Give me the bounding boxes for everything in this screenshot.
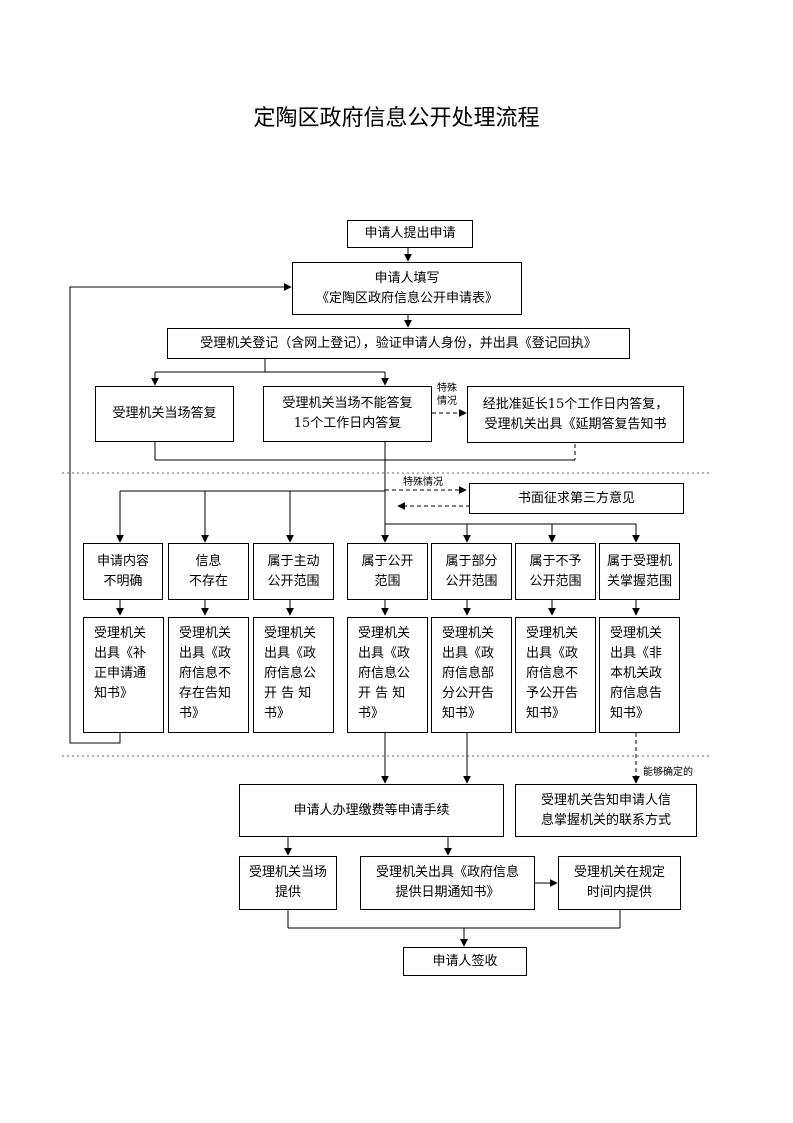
notice-not-public: 受理机关 出具《政 府信息不 予公开告 知书》: [515, 617, 596, 733]
node-not-this-agency-scope: 属于受理机 关掌握范围: [599, 543, 680, 600]
notice-correction: 受理机关 出具《补 正申请通 知书》: [83, 617, 164, 733]
notice-proactive-public: 受理机关 出具《政 府信息公 开 告 知 书》: [253, 617, 334, 733]
node-third-party-opinion: 书面征求第三方意见: [469, 483, 684, 514]
node-provide-later: 受理机关在规定 时间内提供: [558, 856, 681, 910]
node-apply: 申请人提出申请: [347, 220, 473, 248]
note-special-case-1: 特殊 情况: [437, 383, 457, 407]
node-reply-within-15-days: 受理机关当场不能答复 15个工作日内答复: [263, 386, 432, 442]
notice-not-exist: 受理机关 出具《政 府信息不 存在告知 书》: [168, 617, 249, 733]
notice-public: 受理机关 出具《政 府信息公 开 告 知 书》: [347, 617, 428, 733]
note-special-case-2: 特殊情况: [403, 477, 443, 488]
notice-not-this-agency: 受理机关 出具《非 本机关政 府信息告 知书》: [599, 617, 680, 733]
node-sign: 申请人签收: [403, 947, 527, 976]
node-not-public-scope: 属于不予 公开范围: [515, 543, 596, 600]
notice-partial-public: 受理机关 出具《政 府信息部 分公开告 知书》: [431, 617, 512, 733]
node-content-unclear: 申请内容 不明确: [83, 543, 163, 600]
node-immediate-reply: 受理机关当场答复: [95, 386, 234, 442]
node-partial-scope: 属于部分 公开范围: [431, 543, 512, 600]
node-public-scope: 属于公开 范围: [347, 543, 428, 600]
node-fees: 申请人办理缴费等申请手续: [239, 784, 504, 837]
node-extension: 经批准延长15个工作日内答复， 受理机关出具《延期答复告知书: [467, 386, 684, 443]
node-provide-now: 受理机关当场 提供: [239, 856, 337, 910]
note-can-determine: 能够确定的: [643, 767, 693, 778]
page-title: 定陶区政府信息公开处理流程: [253, 106, 540, 131]
node-date-notice: 受理机关出具《政府信息 提供日期通知书》: [360, 856, 535, 910]
node-register: 受理机关登记（含网上登记），验证申请人身份，并出具《登记回执》: [167, 328, 630, 359]
node-info-not-exist: 信息 不存在: [168, 543, 249, 600]
node-proactive-scope: 属于主动 公开范围: [253, 543, 334, 600]
node-fill-form: 申请人填写 《定陶区政府信息公开申请表》: [292, 262, 522, 315]
node-inform-contact: 受理机关告知申请人信 息掌握机关的联系方式: [515, 784, 697, 837]
